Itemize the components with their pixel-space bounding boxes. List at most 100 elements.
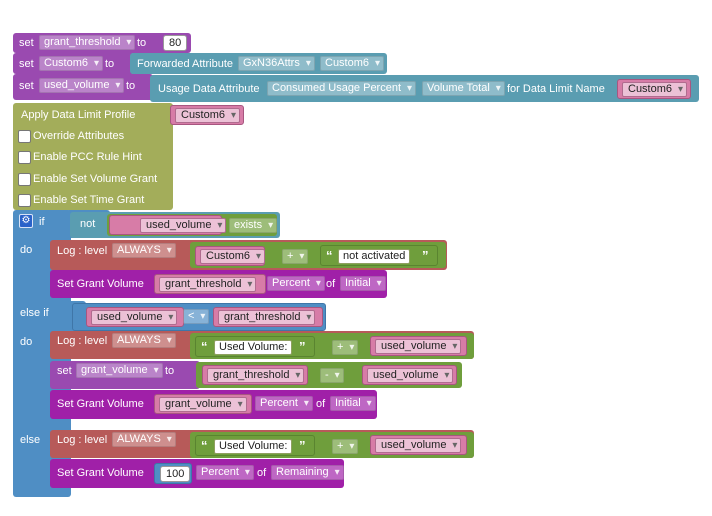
join-block[interactable]: “ Used Volume: ” + used_volume <box>190 432 474 458</box>
else-keyword: else <box>20 434 41 446</box>
basis-dropdown[interactable]: Remaining <box>271 465 344 480</box>
time-grant-checkbox[interactable] <box>18 194 31 207</box>
set-custom6-block[interactable]: set Custom6 to <box>13 53 135 74</box>
log-level-dropdown[interactable]: ALWAYS <box>112 432 176 447</box>
text-block[interactable]: “ Used Volume: ” <box>195 435 315 456</box>
used-volume-dropdown[interactable]: used_volume <box>91 310 178 325</box>
join-block[interactable]: “ Used Volume: ” + used_volume <box>190 333 474 359</box>
used-volume-dropdown[interactable]: used_volume <box>375 438 462 453</box>
attribute-dropdown[interactable]: GxN36Attrs <box>238 56 315 71</box>
limit-name-variable-block[interactable]: Custom6 <box>617 79 691 99</box>
set-grant-volume-block[interactable]: Set Grant Volume grant_volume Percent of… <box>50 390 377 419</box>
used-volume-dropdown[interactable]: used_volume <box>140 218 227 233</box>
log-block[interactable]: Log : level ALWAYS “ Used Volume: ” + us… <box>50 430 474 458</box>
log-level-dropdown[interactable]: ALWAYS <box>112 333 176 348</box>
usage-attribute-dropdown[interactable]: Consumed Usage Percent <box>267 81 417 96</box>
volume-dropdown[interactable]: Volume Total <box>422 81 505 96</box>
used-volume-variable-block[interactable]: used_volume <box>86 307 184 327</box>
custom6-dropdown[interactable]: Custom6 <box>200 249 266 264</box>
used-volume-dropdown[interactable]: used_volume <box>375 339 462 354</box>
number-field[interactable]: 80 <box>163 35 188 51</box>
else-if-keyword: else if <box>20 307 49 319</box>
to-keyword: to <box>137 37 147 49</box>
field-dropdown[interactable]: Custom6 <box>320 56 385 71</box>
profile-variable-block[interactable]: Custom6 <box>170 105 244 125</box>
pcc-rule-hint-checkbox[interactable] <box>18 151 31 164</box>
basis-dropdown[interactable]: Initial <box>340 276 386 291</box>
operator-dropdown[interactable]: + <box>332 340 359 355</box>
not-block[interactable]: not used_volume exists <box>70 212 280 238</box>
unit-dropdown[interactable]: Percent <box>255 396 313 411</box>
usage-data-attribute-block[interactable]: Usage Data Attribute Consumed Usage Perc… <box>150 75 699 102</box>
log-block[interactable]: Log : level ALWAYS “ Used Volume: ” + us… <box>50 331 474 359</box>
grant-volume-variable-block[interactable]: grant_volume <box>154 394 252 414</box>
number-block[interactable]: 100 <box>154 463 192 484</box>
unit-dropdown[interactable]: Percent <box>267 276 325 291</box>
set-keyword: set <box>19 37 34 49</box>
operator-dropdown[interactable]: + <box>332 439 359 454</box>
custom6-variable-block[interactable]: Custom6 <box>195 246 266 266</box>
variable-dropdown[interactable]: grant_volume <box>76 363 163 378</box>
operator-dropdown[interactable]: + <box>282 249 309 264</box>
exists-dropdown[interactable]: exists <box>229 218 278 233</box>
set-grant-threshold-block[interactable]: set grant_threshold to 80 <box>13 33 191 53</box>
grant-threshold-variable-block[interactable]: grant_threshold <box>213 307 323 327</box>
basis-dropdown[interactable]: Initial <box>330 396 376 411</box>
log-level-dropdown[interactable]: ALWAYS <box>112 243 176 258</box>
pcc-rule-hint-label: Enable PCC Rule Hint <box>33 151 142 163</box>
usage-data-attribute-label: Usage Data Attribute <box>158 83 260 95</box>
set-used-volume-block[interactable]: set used_volume to <box>13 74 153 100</box>
unit-dropdown[interactable]: Percent <box>196 465 254 480</box>
close-quote-icon: ” <box>422 248 429 263</box>
used-volume-variable-block[interactable]: used_volume <box>362 365 457 385</box>
join-block[interactable]: Custom6 + “ not activated ” <box>190 242 446 268</box>
apply-data-limit-profile-block[interactable]: Apply Data Limit Profile Override Attrib… <box>13 103 173 210</box>
volume-grant-label: Enable Set Volume Grant <box>33 173 158 185</box>
set-grant-volume-block[interactable]: Set Grant Volume 100 Percent of Remainin… <box>50 459 344 488</box>
used-volume-variable-block[interactable]: used_volume <box>109 215 227 235</box>
grant-volume-dropdown[interactable]: grant_volume <box>159 397 247 412</box>
compare-block[interactable]: used_volume < grant_threshold <box>72 303 326 331</box>
grant-threshold-dropdown[interactable]: grant_threshold <box>159 277 257 292</box>
open-quote-icon: “ <box>201 438 208 453</box>
forwarded-attribute-block[interactable]: Forwarded Attribute GxN36Attrs Custom6 <box>130 53 387 74</box>
used-volume-variable-block[interactable]: used_volume <box>370 435 467 455</box>
open-quote-icon: “ <box>201 339 208 354</box>
grant-threshold-dropdown[interactable]: grant_threshold <box>207 368 305 383</box>
math-block[interactable]: grant_threshold - used_volume <box>196 362 462 388</box>
number-field[interactable]: 100 <box>160 466 191 482</box>
log-block[interactable]: Log : level ALWAYS Custom6 + “ not activ… <box>50 240 447 270</box>
exists-block[interactable]: used_volume exists <box>107 214 278 236</box>
text-field[interactable]: Used Volume: <box>214 340 293 355</box>
text-block[interactable]: “ Used Volume: ” <box>195 336 315 357</box>
set-grant-volume-block[interactable]: Set Grant Volume grant_threshold Percent… <box>50 270 387 298</box>
set-grant-volume-label: Set Grant Volume <box>57 398 144 410</box>
of-keyword: of <box>316 398 326 410</box>
grant-threshold-variable-block[interactable]: grant_threshold <box>154 274 266 294</box>
set-grant-volume-variable-block[interactable]: set grant_volume to <box>50 361 200 389</box>
variable-dropdown[interactable]: Custom6 <box>39 56 104 71</box>
used-volume-variable-block[interactable]: used_volume <box>370 336 467 356</box>
profile-variable-dropdown[interactable]: Custom6 <box>175 108 241 123</box>
set-keyword: set <box>19 58 34 70</box>
variable-dropdown[interactable]: grant_threshold <box>39 35 136 50</box>
grant-threshold-variable-block[interactable]: grant_threshold <box>202 365 308 385</box>
of-keyword: of <box>257 467 267 479</box>
close-quote-icon: ” <box>299 438 306 453</box>
set-grant-volume-label: Set Grant Volume <box>57 278 144 290</box>
used-volume-dropdown[interactable]: used_volume <box>367 368 454 383</box>
gear-icon[interactable]: ⚙ <box>19 214 33 228</box>
profile-title: Apply Data Limit Profile <box>21 109 136 121</box>
text-block[interactable]: “ not activated ” <box>320 245 438 266</box>
variable-dropdown[interactable]: used_volume <box>39 78 125 93</box>
minus-operator-dropdown[interactable]: - <box>320 368 344 383</box>
limit-name-dropdown[interactable]: Custom6 <box>622 82 688 97</box>
compare-operator-dropdown[interactable]: < <box>183 309 210 324</box>
do-keyword: do <box>20 244 33 256</box>
override-attributes-checkbox[interactable] <box>18 130 31 143</box>
text-field[interactable]: Used Volume: <box>214 439 293 454</box>
text-field[interactable]: not activated <box>338 249 411 264</box>
grant-threshold-dropdown[interactable]: grant_threshold <box>218 310 316 325</box>
volume-grant-checkbox[interactable] <box>18 173 31 186</box>
time-grant-label: Enable Set Time Grant <box>33 194 145 206</box>
